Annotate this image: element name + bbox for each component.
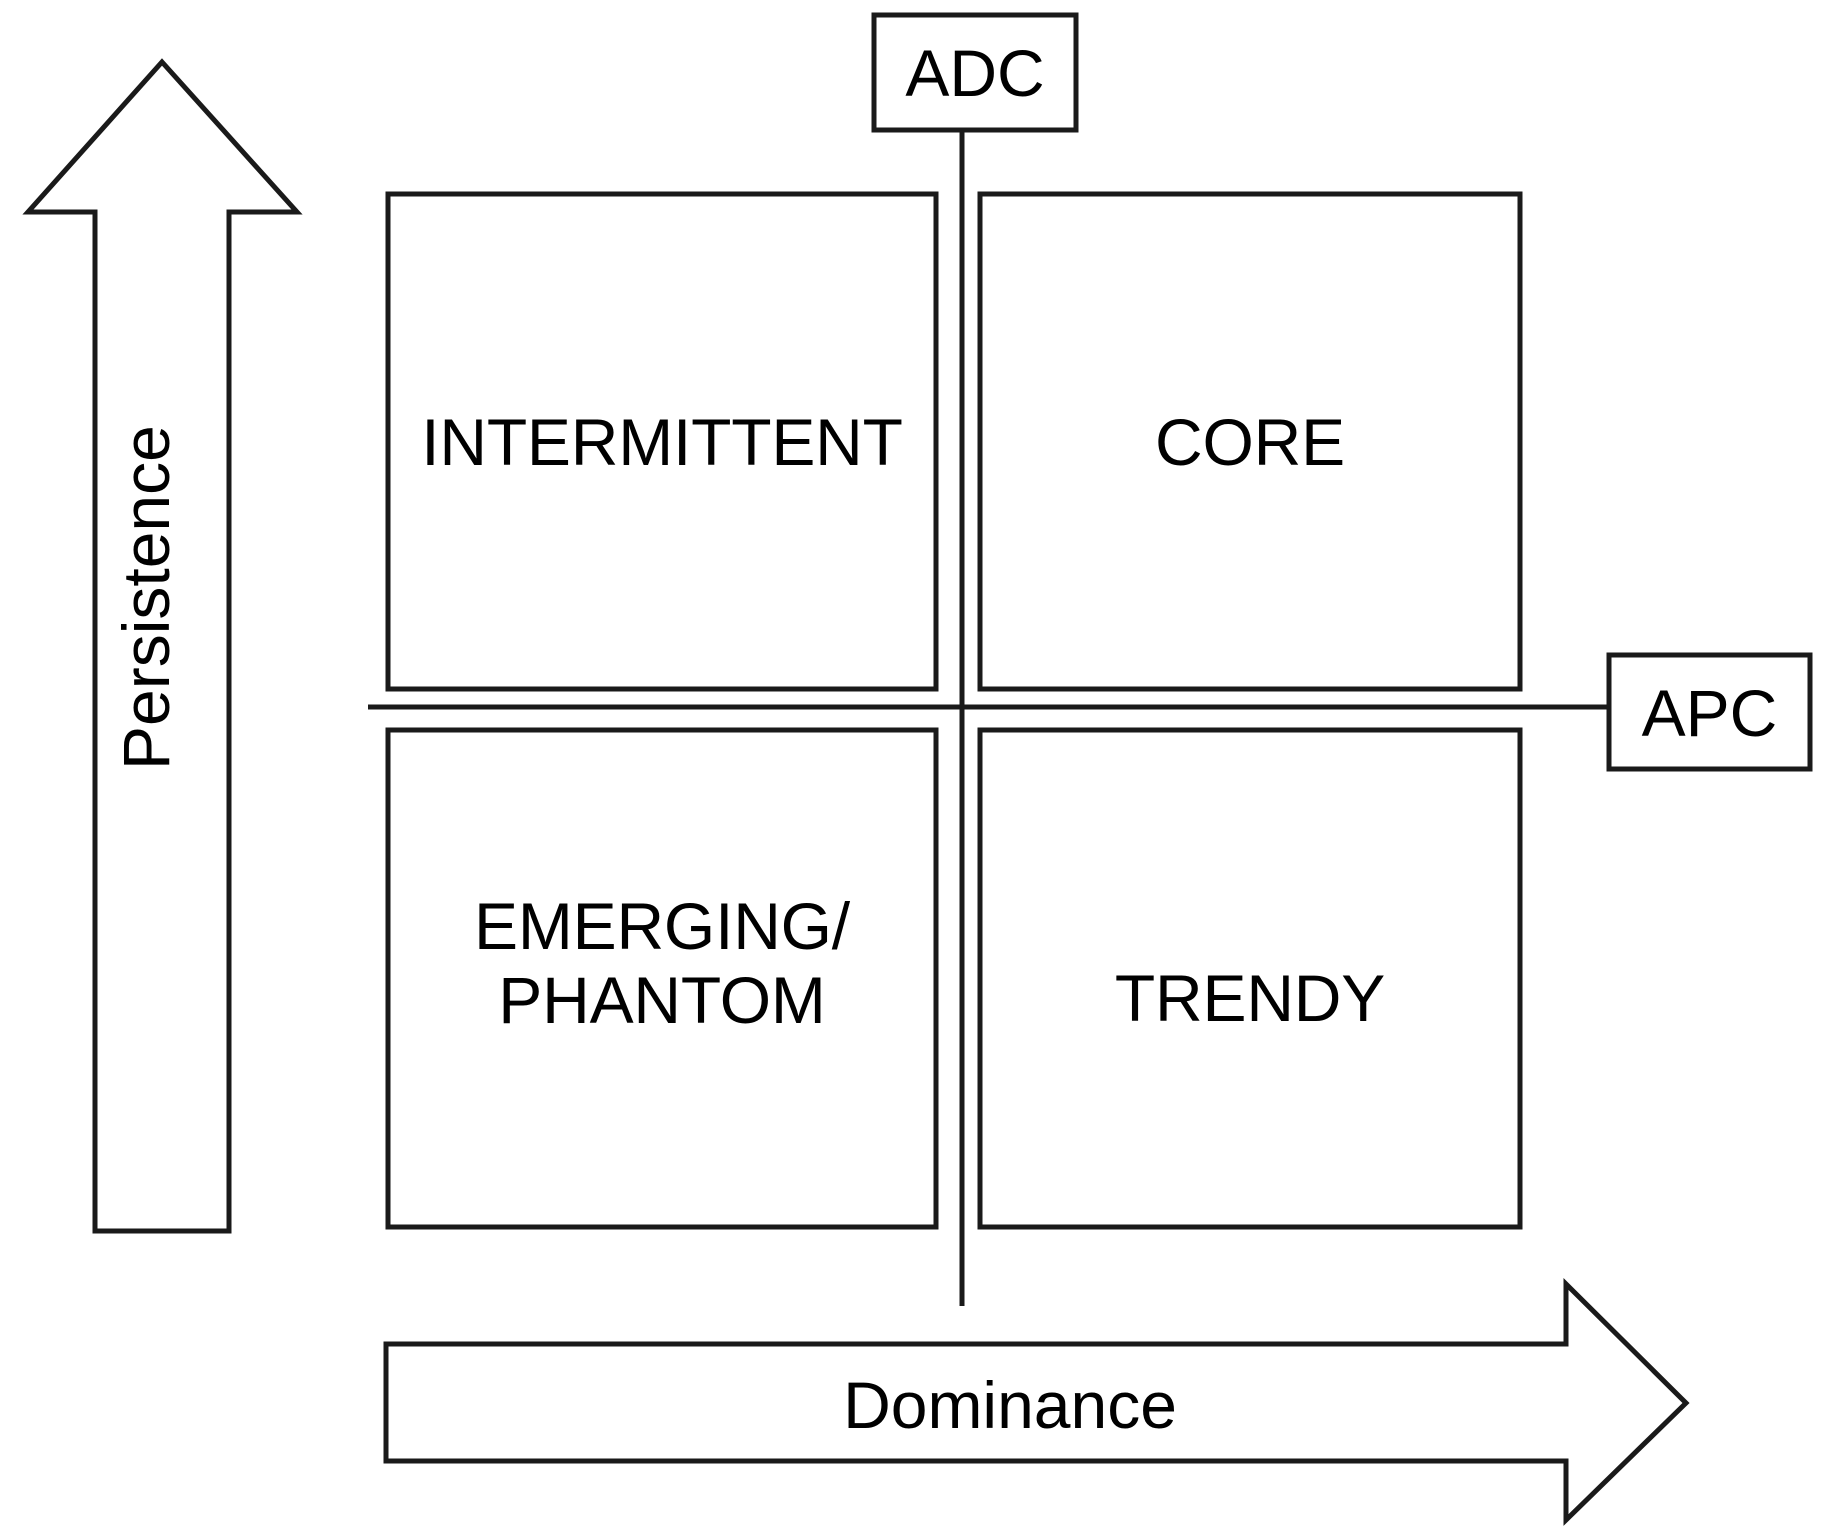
quadrant-label-intermittent: INTERMITTENT <box>421 405 903 479</box>
persistence-arrow-shape <box>22 58 303 1234</box>
adc-tag-box[interactable] <box>871 12 1079 133</box>
apc-tag-label: APC <box>1641 676 1778 750</box>
quadrant-box-core[interactable] <box>977 191 1523 692</box>
quadrant-label-trendy: TRENDY <box>1114 961 1386 1035</box>
adc-tag-label: ADC <box>905 36 1045 110</box>
apc-tag-box[interactable] <box>1606 652 1813 772</box>
quadrant-box-trendy[interactable] <box>977 727 1523 1230</box>
axis-label-persistence: Persistence <box>109 425 183 770</box>
quadrant-label-core: CORE <box>1155 405 1345 479</box>
axis-label-dominance: Dominance <box>843 1368 1177 1442</box>
dominance-arrow-shape <box>383 1278 1690 1526</box>
quadrant-label-emerging-phantom: EMERGING/ PHANTOM <box>474 889 850 1037</box>
quadrant-box-intermittent[interactable] <box>385 191 939 692</box>
quadrant-box-emerging-phantom[interactable] <box>385 727 939 1230</box>
